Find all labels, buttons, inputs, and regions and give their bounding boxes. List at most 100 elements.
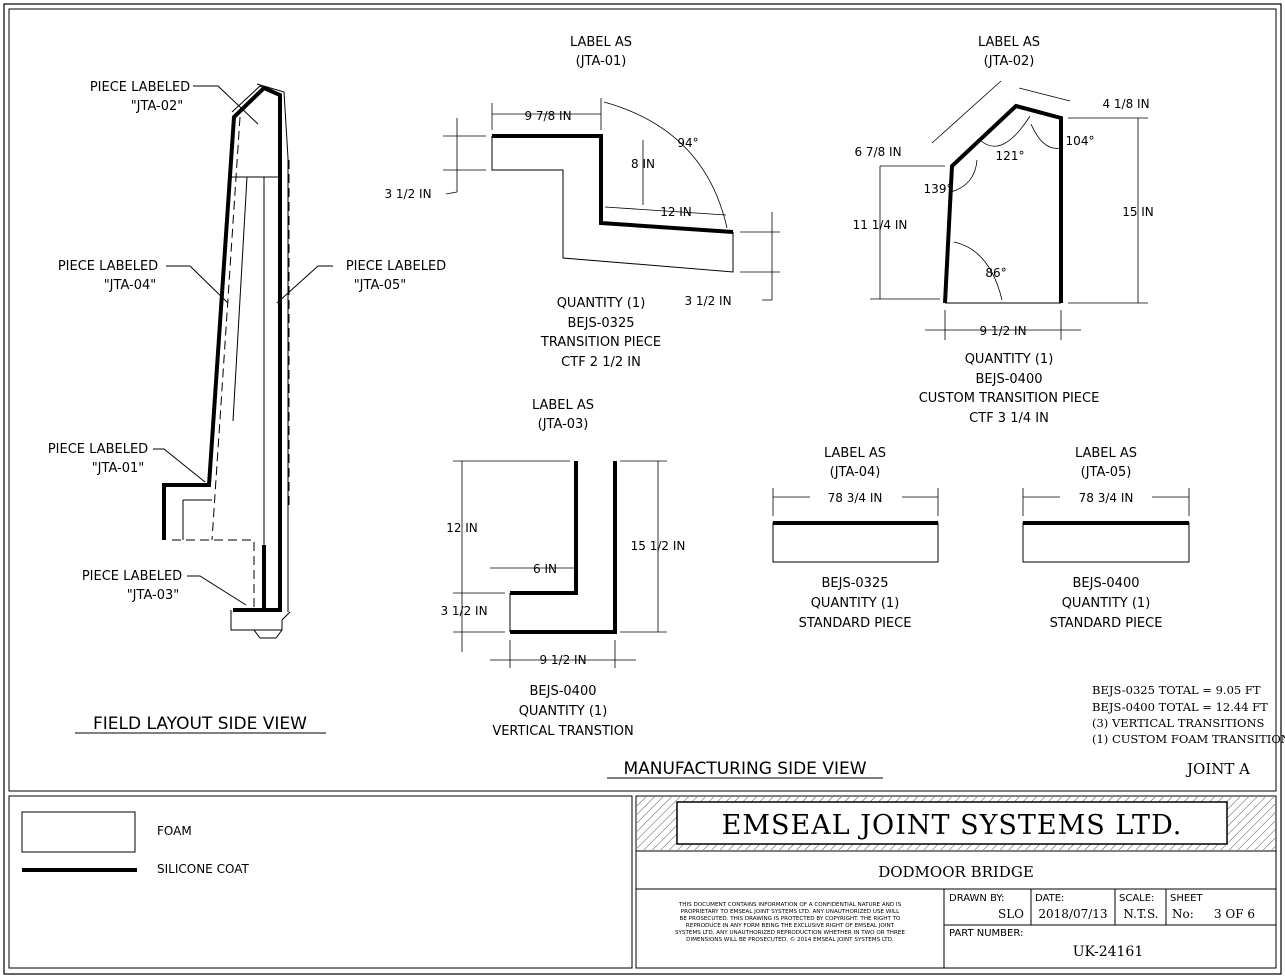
jta02-dim-5: 139°: [924, 182, 953, 196]
disclaimer-line-1: THIS DOCUMENT CONTAINS INFORMATION OF A …: [678, 902, 902, 908]
jta01-dim-5: 12 IN: [660, 205, 692, 219]
part-number-label: PART NUMBER:: [949, 928, 1023, 939]
totals-notes: BEJS-0325 TOTAL = 9.05 FT BEJS-0400 TOTA…: [1092, 683, 1285, 778]
total-vertical-transitions: (3) VERTICAL TRANSITIONS: [1092, 716, 1265, 730]
disclaimer-line-5: SYSTEMS LTD. ANY UNAUTHORIZED REPRODUCTI…: [675, 930, 905, 936]
jta01-dim-3: 8 IN: [631, 157, 655, 171]
jta02-label-line2: (JTA-02): [984, 54, 1035, 69]
jta01-dim-6: 3 1/2 IN: [684, 294, 731, 308]
jta03-label-line2: (JTA-03): [538, 417, 589, 432]
piece-jta-04: LABEL AS (JTA-04) 78 3/4 IN BEJS-0325 QU…: [772, 446, 939, 631]
jta03-info-3: VERTICAL TRANSTION: [492, 724, 633, 739]
jta01-label-line2: (JTA-01): [576, 54, 627, 69]
jta02-dim-9: 9 1/2 IN: [979, 324, 1026, 338]
jta01-info-2: BEJS-0325: [568, 316, 635, 331]
jta05-label-line2: (JTA-05): [1081, 465, 1132, 480]
disclaimer-line-6: DIMENSIONS WILL BE PROSECUTED. © 2014 EM…: [686, 936, 894, 943]
sheet-no-label: No:: [1172, 907, 1194, 921]
disclaimer-line-3: BE PROSECUTED. THIS DRAWING IS PROTECTED…: [680, 916, 902, 922]
scale-value: N.T.S.: [1123, 907, 1158, 921]
piece-jta-03: LABEL AS (JTA-03) 12 IN 6 IN 15 1/2 IN 3…: [440, 398, 685, 739]
drawn-by-value: SLO: [998, 907, 1024, 921]
jta04-info-3: STANDARD PIECE: [799, 616, 912, 631]
jta04-info-1: BEJS-0325: [822, 576, 889, 591]
jta05-label-line1: LABEL AS: [1075, 446, 1137, 461]
callout-jta03-line2: "JTA-03": [127, 588, 180, 603]
jta03-label-line1: LABEL AS: [532, 398, 594, 413]
jta04-label-line2: (JTA-04): [830, 465, 881, 480]
legend-silicone-label: SILICONE COAT: [157, 862, 249, 876]
disclaimer-line-4: REPRODUCE IN ANY FORM BEING THE EXCLUSIV…: [686, 923, 895, 929]
jta02-info-4: CTF 3 1/4 IN: [969, 411, 1049, 426]
callout-jta01-line1: PIECE LABELED: [48, 442, 148, 457]
scale-label: SCALE:: [1119, 893, 1154, 904]
jta03-dim-5: 9 1/2 IN: [539, 653, 586, 667]
jta02-info-2: BEJS-0400: [976, 372, 1043, 387]
callout-jta01-line2: "JTA-01": [92, 461, 145, 476]
jta03-info-1: BEJS-0400: [530, 684, 597, 699]
callout-jta05-line2: "JTA-05": [354, 278, 407, 293]
jta03-dim-1: 12 IN: [446, 521, 478, 535]
drawing-frame: [8, 8, 1277, 792]
outer-border: [3, 3, 1282, 975]
jta02-info-1: QUANTITY (1): [965, 352, 1054, 367]
callout-jta05-line1: PIECE LABELED: [346, 259, 446, 274]
jta02-label-line1: LABEL AS: [978, 35, 1040, 50]
legend-foam-swatch: [21, 811, 136, 853]
jta02-dim-6: 15 IN: [1122, 205, 1154, 219]
date-value: 2018/07/13: [1038, 907, 1107, 921]
jta02-dim-3: 104°: [1066, 134, 1095, 148]
jta03-dim-2: 6 IN: [533, 562, 557, 576]
sheet-value: 3 OF 6: [1214, 907, 1255, 921]
jta02-info-3: CUSTOM TRANSITION PIECE: [919, 391, 1100, 406]
legend-frame: [8, 795, 633, 969]
manufacturing-view-title: MANUFACTURING SIDE VIEW: [623, 759, 866, 779]
title-block: EMSEAL JOINT SYSTEMS LTD. DODMOOR BRIDGE…: [636, 797, 1276, 968]
jta02-dim-4: 121°: [996, 149, 1025, 163]
jta03-dim-3: 15 1/2 IN: [631, 539, 686, 553]
total-custom-foam: (1) CUSTOM FOAM TRANSITIONS: [1092, 732, 1285, 746]
sheet-label: SHEET: [1170, 893, 1204, 904]
piece-jta-01: LABEL AS (JTA-01) 9 7/8 IN 94° 8 IN 3 1/…: [384, 35, 780, 370]
company-name: EMSEAL JOINT SYSTEMS LTD.: [722, 810, 1183, 841]
title-block-frame: [635, 795, 1277, 969]
date-label: DATE:: [1035, 893, 1064, 904]
joint-label: JOINT A: [1185, 760, 1250, 778]
piece-jta-05: LABEL AS (JTA-05) 78 3/4 IN BEJS-0400 QU…: [1022, 446, 1190, 631]
jta01-info-4: CTF 2 1/2 IN: [561, 355, 641, 370]
total-bejs-0400: BEJS-0400 TOTAL = 12.44 FT: [1092, 700, 1268, 714]
jta01-info-3: TRANSITION PIECE: [540, 335, 661, 350]
drawn-by-label: DRAWN BY:: [949, 893, 1005, 904]
legend-foam-label: FOAM: [157, 824, 192, 838]
jta03-dim-4: 3 1/2 IN: [440, 604, 487, 618]
jta05-dim-1: 78 3/4 IN: [1079, 491, 1134, 505]
legend: FOAM SILICONE COAT: [21, 811, 249, 876]
jta01-info-1: QUANTITY (1): [557, 296, 646, 311]
jta01-dim-2: 94°: [677, 136, 698, 150]
callout-jta02-line1: PIECE LABELED: [90, 80, 190, 95]
jta04-info-2: QUANTITY (1): [811, 596, 900, 611]
field-view-title: FIELD LAYOUT SIDE VIEW: [93, 714, 307, 734]
jta05-info-1: BEJS-0400: [1073, 576, 1140, 591]
project-name: DODMOOR BRIDGE: [878, 863, 1034, 881]
callout-jta02-line2: "JTA-02": [131, 99, 184, 114]
piece-jta-02: LABEL AS (JTA-02) 4 1/8 IN 6 7/8 IN 104°…: [853, 35, 1154, 426]
jta02-dim-1: 4 1/8 IN: [1102, 97, 1149, 111]
jta02-dim-2: 6 7/8 IN: [854, 145, 901, 159]
jta01-dim-1: 9 7/8 IN: [524, 109, 571, 123]
jta03-info-2: QUANTITY (1): [519, 704, 608, 719]
part-number-value: UK-24161: [1073, 944, 1144, 960]
callout-jta03-line1: PIECE LABELED: [82, 569, 182, 584]
jta05-info-3: STANDARD PIECE: [1050, 616, 1163, 631]
jta04-label-line1: LABEL AS: [824, 446, 886, 461]
total-bejs-0325: BEJS-0325 TOTAL = 9.05 FT: [1092, 683, 1261, 697]
jta04-dim-1: 78 3/4 IN: [828, 491, 883, 505]
field-layout-view: PIECE LABELED "JTA-02" PIECE LABELED "JT…: [48, 80, 446, 734]
jta02-dim-8: 86°: [985, 266, 1006, 280]
disclaimer-line-2: PROPRIETARY TO EMSEAL JOINT SYSTEMS LTD.…: [681, 909, 900, 915]
jta01-dim-4: 3 1/2 IN: [384, 187, 431, 201]
jta01-label-line1: LABEL AS: [570, 35, 632, 50]
callout-jta04-line1: PIECE LABELED: [58, 259, 158, 274]
callout-jta04-line2: "JTA-04": [104, 278, 157, 293]
